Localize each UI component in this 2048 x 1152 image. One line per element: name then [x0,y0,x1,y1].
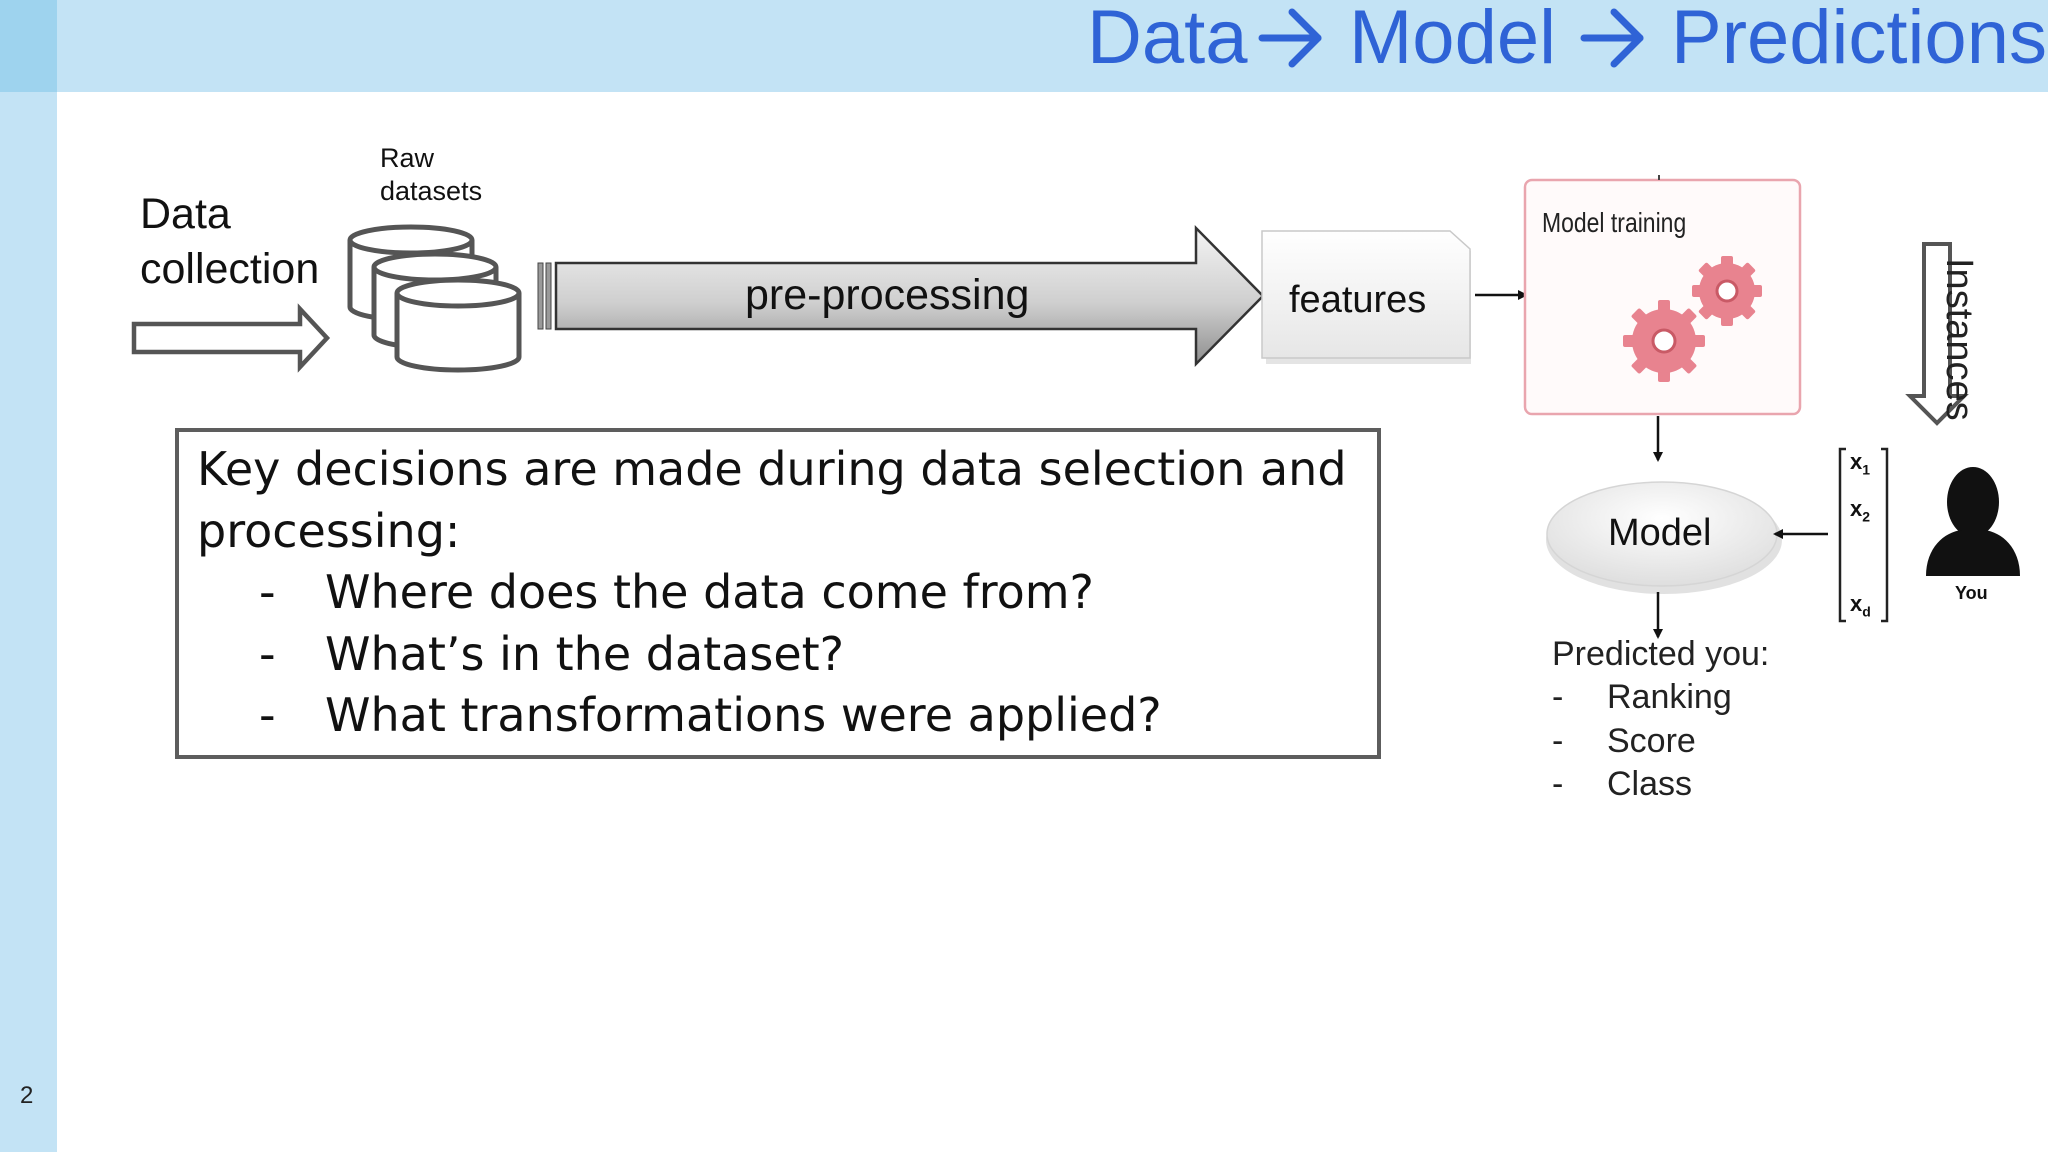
person-icon [1926,467,2020,576]
vector-xd: xd [1850,591,1871,620]
preprocessing-label: pre-processing [745,271,1030,319]
left-band-top [0,0,57,92]
vector-x1: x1 [1850,449,1871,478]
instances-label: Instances [1938,258,1980,421]
title-model: Model [1349,0,1556,80]
raw-datasets-label-line1: Raw [380,143,435,173]
features-box [1261,230,1471,364]
data-collection-label-line2: collection [140,245,320,293]
predicted-title: Predicted you: [1552,635,1770,673]
key-box-bullet-contents: What’s in the dataset? [325,627,845,681]
you-label: You [1955,583,1988,603]
left-band [0,0,57,1152]
key-box-dash: - [259,627,276,681]
title-arrow-icon [1258,8,1322,68]
predicted-item-score: Score [1607,722,1696,760]
predicted-bullet: - [1552,678,1564,716]
key-box-bullet-source: Where does the data come from? [325,565,1094,619]
features-label: features [1289,279,1427,321]
raw-datasets-label-line2: datasets [380,176,483,206]
collection-arrow-icon [131,303,331,373]
key-box-bullet-transformations: What transformations were applied? [325,688,1162,742]
title-predictions: Predictions [1671,0,2047,80]
gear-icon [1623,300,1705,382]
key-box-dash: - [259,565,276,619]
vector-x2: x2 [1850,496,1871,525]
title-data: Data [1087,0,1248,80]
key-box-dash: - [259,688,276,742]
instances-arrow-icon [1905,242,1969,426]
model-label: Model [1608,512,1712,554]
title-arrow-icon [1580,8,1644,68]
data-collection-label-line1: Data [140,190,231,238]
predicted-item-class: Class [1607,765,1693,803]
gear-icon [1692,256,1762,326]
page-number: 2 [20,1082,34,1109]
title-bar [57,0,2048,92]
predicted-bullet: - [1552,765,1564,803]
model-node [1546,481,1782,594]
predicted-item-ranking: Ranking [1607,678,1732,716]
key-box-line2: processing: [197,504,461,558]
predicted-bullet: - [1552,722,1564,760]
model-training-box [1523,178,1802,416]
key-box-line1: Key decisions are made during data selec… [197,442,1347,496]
feature-vector-brackets [1838,447,1889,623]
model-training-label: Model training [1542,207,1687,238]
key-decisions-box [175,428,1381,759]
database-icon [347,224,522,373]
preprocessing-arrow [537,224,1265,368]
